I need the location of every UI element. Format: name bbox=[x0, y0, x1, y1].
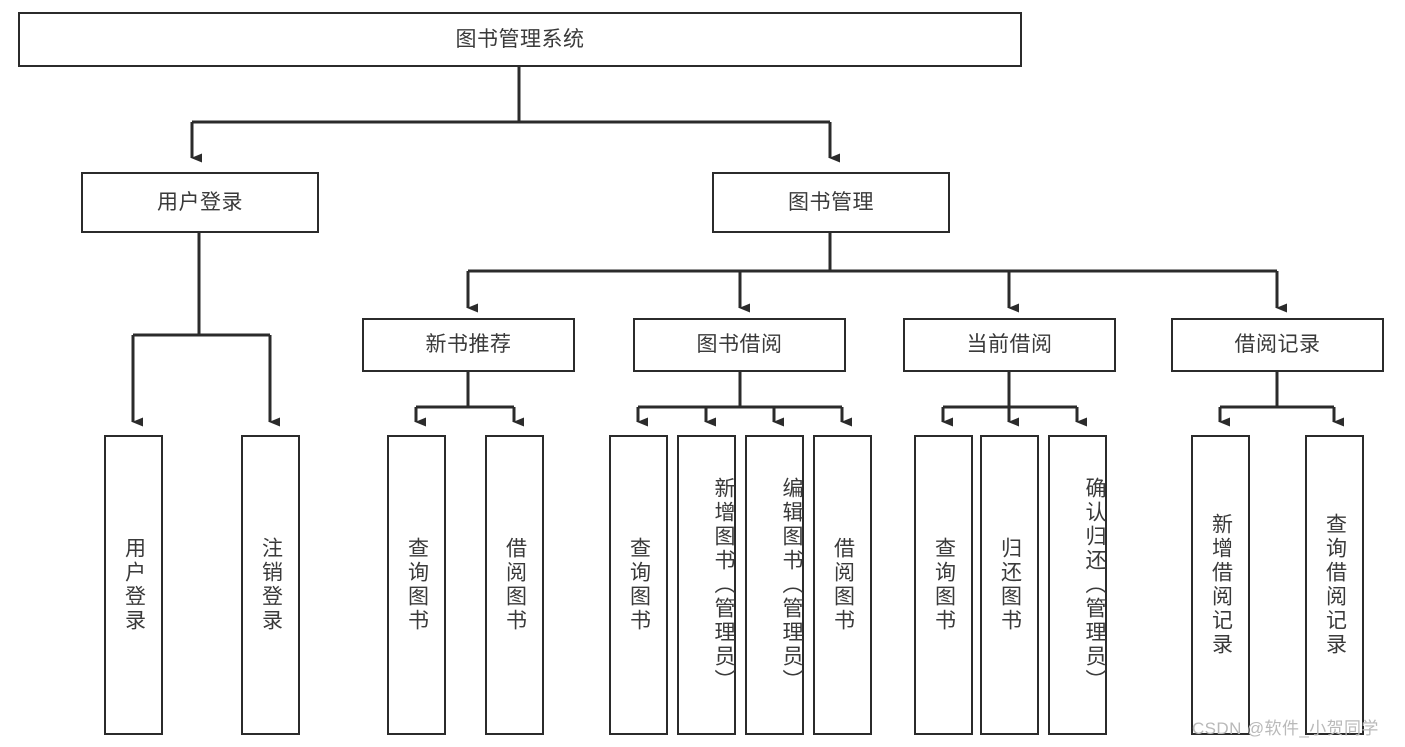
node-book-management-label: 图书管理 bbox=[788, 190, 874, 214]
leaf-label: 归还图书 bbox=[998, 537, 1022, 633]
leaf-label: 借阅图书 bbox=[503, 537, 527, 633]
leaf-current-query-book[interactable]: 查询图书 bbox=[914, 435, 973, 735]
node-book-borrow[interactable]: 图书借阅 bbox=[633, 318, 846, 372]
leaf-record-add-record[interactable]: 新增借阅记录 bbox=[1191, 435, 1250, 735]
node-borrow-record[interactable]: 借阅记录 bbox=[1171, 318, 1384, 372]
leaf-recommend-query-book[interactable]: 查询图书 bbox=[387, 435, 446, 735]
leaf-label: 编辑图书（管理员） bbox=[780, 477, 803, 693]
leaf-current-return-book[interactable]: 归还图书 bbox=[980, 435, 1039, 735]
leaf-borrow-query-book[interactable]: 查询图书 bbox=[609, 435, 668, 735]
leaf-label: 查询图书 bbox=[627, 537, 651, 633]
leaf-borrow-borrow-book[interactable]: 借阅图书 bbox=[813, 435, 872, 735]
leaf-user-login-logout[interactable]: 注销登录 bbox=[241, 435, 300, 735]
leaf-label: 查询图书 bbox=[932, 537, 956, 633]
leaf-label: 借阅图书 bbox=[831, 537, 855, 633]
node-borrow-record-label: 借阅记录 bbox=[1234, 333, 1321, 357]
node-new-book-recommend[interactable]: 新书推荐 bbox=[362, 318, 575, 372]
node-user-login-label: 用户登录 bbox=[157, 190, 243, 214]
node-root-label: 图书管理系统 bbox=[455, 27, 585, 51]
leaf-record-query-record[interactable]: 查询借阅记录 bbox=[1305, 435, 1364, 735]
leaf-borrow-add-book-admin[interactable]: 新增图书（管理员） bbox=[677, 435, 736, 735]
node-book-borrow-label: 图书借阅 bbox=[696, 333, 783, 357]
node-new-book-recommend-label: 新书推荐 bbox=[425, 333, 512, 357]
leaf-label: 新增借阅记录 bbox=[1209, 513, 1233, 657]
leaf-recommend-borrow-book[interactable]: 借阅图书 bbox=[485, 435, 544, 735]
leaf-borrow-edit-book-admin[interactable]: 编辑图书（管理员） bbox=[745, 435, 804, 735]
node-user-login[interactable]: 用户登录 bbox=[81, 172, 319, 233]
leaf-label: 查询图书 bbox=[405, 537, 429, 633]
leaf-user-login-login[interactable]: 用户登录 bbox=[104, 435, 163, 735]
node-root[interactable]: 图书管理系统 bbox=[18, 12, 1022, 67]
watermark: CSDN @软件_小贺同学 bbox=[1192, 719, 1379, 738]
leaf-label: 用户登录 bbox=[122, 537, 146, 633]
leaf-label: 注销登录 bbox=[259, 537, 283, 633]
leaf-current-confirm-return-admin[interactable]: 确认归还（管理员） bbox=[1048, 435, 1107, 735]
leaf-label: 查询借阅记录 bbox=[1323, 513, 1347, 657]
node-book-management[interactable]: 图书管理 bbox=[712, 172, 950, 233]
node-current-borrow-label: 当前借阅 bbox=[966, 333, 1053, 357]
node-current-borrow[interactable]: 当前借阅 bbox=[903, 318, 1116, 372]
leaf-label: 新增图书（管理员） bbox=[712, 477, 735, 693]
leaf-label: 确认归还（管理员） bbox=[1083, 477, 1106, 693]
